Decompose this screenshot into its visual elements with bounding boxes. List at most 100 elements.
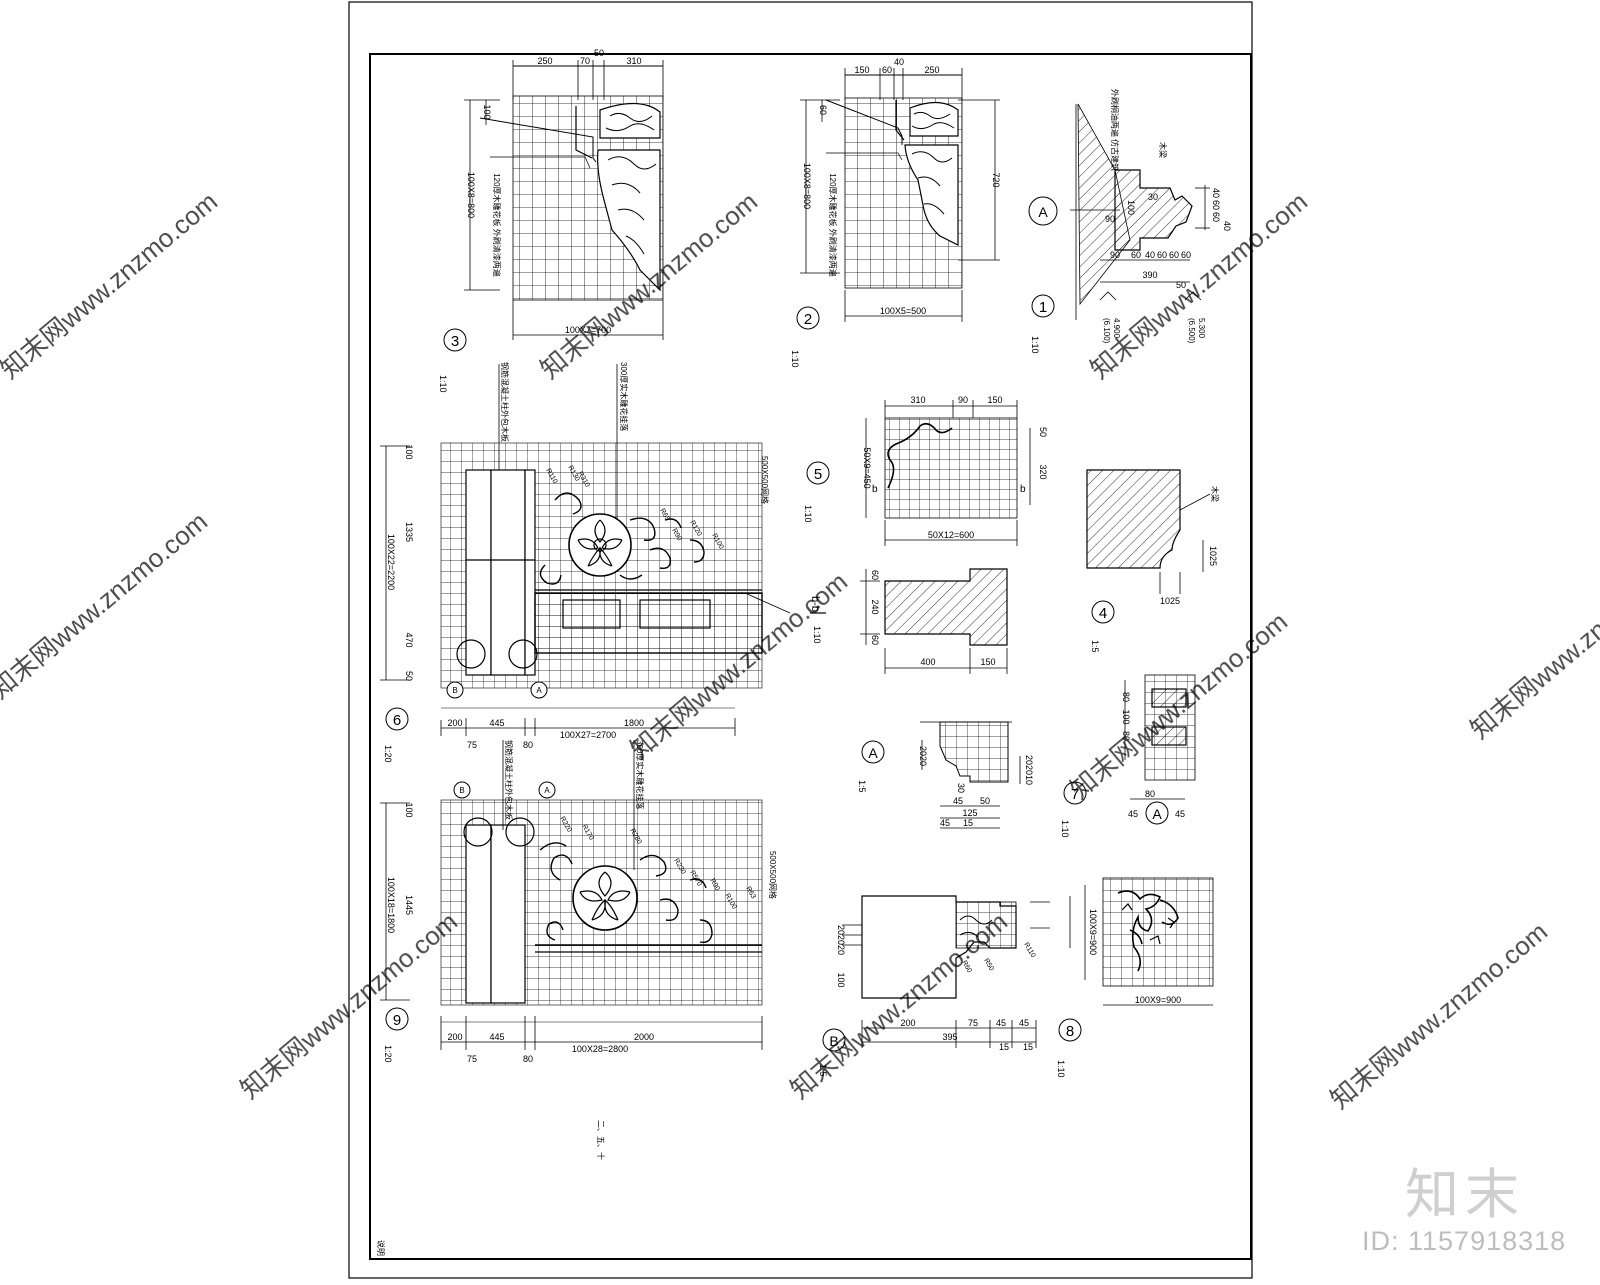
dim-dB-b-3: 45	[1019, 1018, 1029, 1028]
dim-d1-m-1: 90	[1105, 214, 1115, 224]
dim-d5-bottom: 50X12=600	[928, 530, 974, 540]
detail-scale-3: 1:10	[438, 375, 448, 393]
detail-6	[380, 364, 791, 736]
dim-d2-left-small: 60	[818, 105, 828, 115]
dim-d1-lv-0: (6.100)	[1102, 318, 1111, 344]
dim-d6-s-1: 80	[523, 740, 533, 750]
dim-dA-b-4: 15	[963, 818, 973, 828]
detail-1-marker	[1031, 294, 1055, 318]
watermark-9: 知末网www.znzmo.com	[1325, 916, 1553, 1114]
mark-B6: B	[452, 686, 457, 695]
mark-bb: b-b	[809, 596, 821, 612]
dim-d1-r-2: 60	[1211, 212, 1221, 222]
dim-d3-top-2: 50	[594, 48, 604, 58]
dim-d3-bottom: 100X7=700	[565, 325, 611, 335]
dim-d6-l-1: 1335	[404, 522, 414, 542]
dim-d6-l-3: 470	[404, 632, 414, 647]
detail-4-marker	[1091, 600, 1115, 624]
watermark-1: 知末网www.znzmo.com	[0, 186, 223, 384]
rB-1: R50	[982, 958, 995, 973]
detail-6-marker	[385, 707, 409, 731]
corner-note: 说明	[376, 1240, 386, 1256]
dim-d7-b-0: 80	[1145, 789, 1155, 799]
note-d9-a: 钢筋混凝土柱外包木板	[504, 740, 514, 820]
dim-d2-bottom: 100X5=500	[880, 306, 926, 316]
detail-num-7: 7	[1071, 786, 1079, 803]
dim-d1-r-0: 40	[1211, 188, 1221, 198]
dim-d7-l-0: 80	[1121, 692, 1131, 702]
dim-d1-lv-3: 5.300	[1197, 318, 1206, 339]
detail-A-marker	[861, 740, 885, 764]
mark-A9: A	[544, 786, 550, 795]
mark-A-7: A	[1152, 806, 1162, 822]
dim-d9-total: 100X28=2800	[572, 1044, 628, 1054]
detail-1	[1028, 103, 1210, 320]
dim-dA-small: 30	[956, 783, 966, 793]
dim-d1-r-1: 60	[1211, 200, 1221, 210]
dim-d3-left: 100X8=800	[466, 172, 476, 218]
detail-8-marker	[1058, 1018, 1082, 1042]
dim-d3-left-small: 100	[482, 104, 492, 119]
dim-d1-m-0: 30	[1148, 192, 1158, 202]
detail-num-3: 3	[451, 333, 459, 350]
dim-d5-r-1: 320	[1038, 464, 1048, 479]
dim-dA-right: 202010	[1024, 755, 1034, 785]
dim-d1-m-2: 100	[1126, 200, 1136, 215]
detail-scale-9: 1:20	[383, 1045, 393, 1063]
detail-9	[380, 740, 763, 1050]
mark-A-1: A	[1038, 204, 1048, 220]
section-marker-A	[1028, 196, 1058, 226]
detail-scale-7: 1:10	[1060, 820, 1070, 838]
detail-8	[1058, 877, 1214, 1042]
dim-d6-l-4: 50	[404, 671, 414, 681]
note-d3: 120厚木雕花板 外刷清漆两遍	[492, 173, 502, 277]
dim-dA-b-0: 45	[953, 796, 963, 806]
detail-2-marker	[796, 306, 820, 330]
rB-2: R110	[1022, 942, 1036, 960]
dim-d2-left: 100X8=800	[802, 163, 812, 209]
dim-d9-l-1: 1445	[404, 895, 414, 915]
detail-num-9: 9	[393, 1012, 401, 1029]
dim-d3-top-1: 70	[580, 56, 590, 66]
dim-d9-l-0: 100	[404, 802, 414, 817]
dim-dA-b-1: 50	[980, 796, 990, 806]
dim-dB-b-0: 200	[900, 1018, 915, 1028]
detail-7-marker	[1063, 781, 1087, 805]
scale-B-detail: 1:5	[818, 1064, 828, 1077]
dim-d6-s-0: 75	[467, 740, 477, 750]
dim-dB-l-0: 202020	[836, 925, 846, 955]
detail-3	[443, 60, 664, 352]
dim-d2-top-3: 250	[924, 65, 939, 75]
detail-3-marker	[443, 328, 467, 352]
dim-dB-total: 395	[942, 1032, 957, 1042]
note-d1-b: 木梁	[1158, 142, 1168, 158]
detail-B-marker	[822, 1028, 846, 1052]
section-marker-B9	[453, 781, 471, 799]
dim-bb-b-0: 400	[920, 657, 935, 667]
note-d2: 120厚木雕花板 外刷清漆两遍	[828, 173, 838, 277]
dim-d1-lv-2: (6.500)	[1187, 318, 1196, 344]
detail-num-6: 6	[393, 712, 401, 729]
dim-d7-s-0: 45	[1128, 809, 1138, 819]
dim-d9-l-2: 100X18=1800	[386, 877, 396, 933]
detail-scale-5: 1:10	[803, 505, 813, 523]
dim-d9-b-2: 2000	[634, 1032, 654, 1042]
dim-dA-left: 2020	[918, 746, 928, 766]
dim-dB-b-2: 45	[996, 1018, 1006, 1028]
dim-d7-l-2: 80	[1121, 731, 1131, 741]
dim-d1-m-4: 50	[1176, 280, 1186, 290]
dim-dB-s-0: 15	[999, 1042, 1009, 1052]
section-marker-B6	[446, 681, 464, 699]
detail-5	[806, 400, 1031, 546]
section-marker-A9	[538, 781, 556, 799]
watermark-10: 知末网www.znzmo.com	[1465, 546, 1600, 744]
dim-bb-l-0: 60	[870, 570, 880, 580]
dim-d3-top-0: 250	[537, 56, 552, 66]
detail-scale-6: 1:20	[383, 745, 393, 763]
detail-A	[861, 721, 1021, 829]
dim-d2-top-0: 150	[854, 65, 869, 75]
detail-4	[1086, 469, 1211, 624]
detail-scale-4: 1:5	[1090, 640, 1100, 653]
